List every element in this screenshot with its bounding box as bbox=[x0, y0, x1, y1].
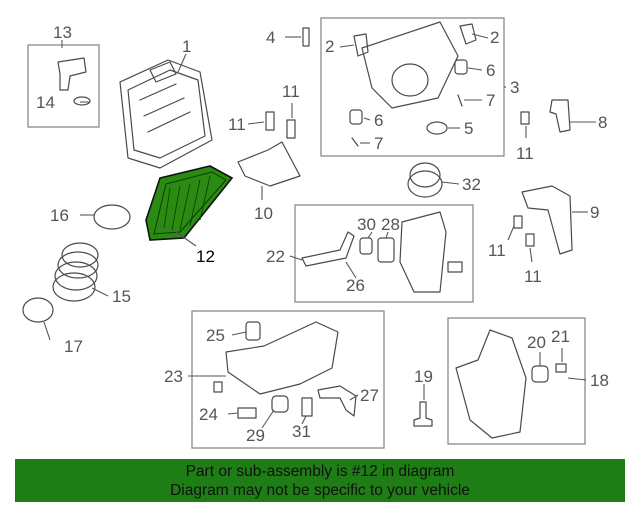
callouts: 13 14 1 2 2 3 4 6 7 6 7 5 8 9 11 11 11 1… bbox=[36, 23, 609, 445]
callout-11-e: 11 bbox=[524, 267, 542, 286]
part-4-bolt bbox=[302, 27, 310, 47]
notice-line-1: Part or sub-assembly is #12 in diagram bbox=[185, 463, 455, 480]
part-19-bolt bbox=[413, 401, 433, 427]
part-30-grommet bbox=[359, 237, 373, 255]
callout-8: 8 bbox=[598, 113, 607, 132]
notice-banner: Part or sub-assembly is #12 in diagram D… bbox=[15, 459, 625, 502]
part-9-bracket bbox=[521, 185, 573, 255]
callout-32: 32 bbox=[462, 175, 481, 194]
part-25-cushion bbox=[245, 321, 261, 341]
callout-17: 17 bbox=[64, 337, 83, 356]
part-15-hose bbox=[52, 242, 99, 302]
part-6-top bbox=[454, 59, 468, 75]
part-5-mount bbox=[426, 121, 448, 135]
part-11-bolt-c bbox=[520, 111, 530, 125]
parts-diagram: 13 14 1 2 2 3 4 6 7 6 7 5 8 9 11 11 11 1… bbox=[22, 17, 609, 449]
callout-2-left: 2 bbox=[325, 37, 334, 56]
box-18 bbox=[447, 317, 586, 445]
callout-9: 9 bbox=[590, 203, 599, 222]
callout-19: 19 bbox=[414, 367, 433, 386]
callout-12-highlighted: 12 bbox=[196, 247, 215, 266]
callout-7-bottom: 7 bbox=[374, 134, 383, 153]
part-13-sensor bbox=[57, 57, 87, 91]
part-20-cushion bbox=[531, 365, 549, 383]
callout-15: 15 bbox=[112, 287, 131, 306]
part-23-resonator bbox=[225, 321, 339, 395]
part-12-air-filter bbox=[145, 165, 234, 241]
callout-14: 14 bbox=[36, 93, 55, 112]
part-3-lower-housing bbox=[361, 21, 459, 109]
callout-31: 31 bbox=[292, 422, 311, 441]
part-11-bolt-e bbox=[525, 233, 535, 247]
callout-26: 26 bbox=[346, 276, 365, 295]
part-11-bolt-d bbox=[513, 215, 523, 229]
callout-23: 23 bbox=[164, 367, 183, 386]
callout-4: 4 bbox=[266, 28, 275, 47]
part-27-bracket bbox=[317, 385, 357, 417]
callout-2-right: 2 bbox=[490, 28, 499, 47]
callout-25: 25 bbox=[206, 326, 225, 345]
part-8-bracket bbox=[549, 99, 571, 133]
callout-22: 22 bbox=[266, 247, 285, 266]
box-3 bbox=[320, 17, 505, 157]
leader-lines bbox=[43, 33, 596, 429]
callout-5: 5 bbox=[464, 119, 473, 138]
box-13 bbox=[27, 44, 100, 128]
callout-30: 30 bbox=[357, 215, 376, 234]
part-24-bolt bbox=[237, 407, 257, 419]
part-31-bolt bbox=[301, 397, 313, 417]
part-6-bottom bbox=[349, 109, 363, 125]
callout-11-b: 11 bbox=[282, 82, 300, 101]
callout-29: 29 bbox=[246, 426, 265, 445]
part-22-duct bbox=[399, 211, 447, 293]
callout-27: 27 bbox=[360, 386, 379, 405]
box-22 bbox=[294, 204, 474, 303]
part-21-bolt bbox=[555, 363, 567, 373]
part-18-resonator bbox=[455, 329, 527, 439]
part-29-cushion bbox=[271, 395, 289, 413]
callout-7-top: 7 bbox=[486, 91, 495, 110]
callout-18: 18 bbox=[590, 371, 609, 390]
part-11-bolt-a bbox=[265, 111, 275, 131]
part-14-clip bbox=[73, 96, 91, 106]
callout-24: 24 bbox=[199, 405, 218, 424]
part-1-housing bbox=[119, 59, 213, 169]
callout-21: 21 bbox=[551, 327, 570, 346]
notice-line-2: Diagram may not be specific to your vehi… bbox=[170, 482, 470, 499]
part-11-bolt-b bbox=[286, 119, 296, 139]
callout-6-bottom: 6 bbox=[374, 111, 383, 130]
part-26-bracket bbox=[301, 231, 355, 267]
part-7-bolts bbox=[351, 94, 463, 147]
part-28-cushion bbox=[377, 237, 395, 263]
part-2-right bbox=[459, 23, 477, 45]
part-10-bracket bbox=[237, 141, 301, 187]
callout-3: 3 bbox=[510, 78, 519, 97]
callout-11-c: 11 bbox=[516, 144, 534, 163]
callout-16: 16 bbox=[50, 206, 69, 225]
part-2-left bbox=[353, 33, 369, 57]
callout-11-d: 11 bbox=[488, 241, 506, 260]
callout-28: 28 bbox=[381, 215, 400, 234]
callout-1: 1 bbox=[182, 37, 191, 56]
part-16-clamp bbox=[93, 204, 131, 230]
callout-20: 20 bbox=[527, 333, 546, 352]
callout-13: 13 bbox=[53, 23, 72, 42]
part-32-clamp bbox=[407, 162, 443, 198]
callout-10: 10 bbox=[254, 204, 273, 223]
callout-6-top: 6 bbox=[486, 61, 495, 80]
part-17-clamp bbox=[22, 297, 54, 323]
box-23 bbox=[191, 310, 385, 449]
callout-11-a: 11 bbox=[228, 115, 246, 134]
